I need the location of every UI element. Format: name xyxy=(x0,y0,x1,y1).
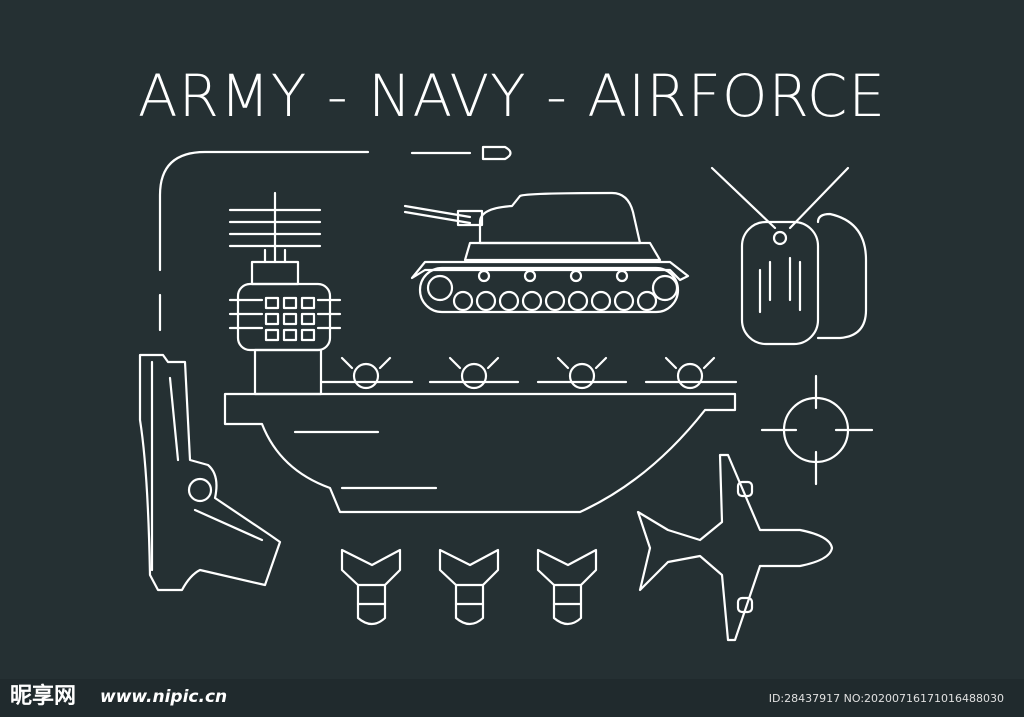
watermark-url: www.nipic.cn xyxy=(100,687,228,707)
bomb-icon xyxy=(340,548,598,626)
tank-icon xyxy=(403,191,690,314)
airplane-icon xyxy=(636,453,834,642)
pistol-icon xyxy=(138,353,282,592)
watermark-id: ID:28437917 NO:20200716171016488030 xyxy=(768,692,1004,705)
poster-title: ARMY - NAVY - AIRFORCE xyxy=(137,62,887,130)
watermark-bar: 昵享网 www.nipic.cn ID:28437917 NO:20200716… xyxy=(0,679,1024,717)
bullet-trail-icon xyxy=(158,145,512,332)
watermark-logo: 昵享网 xyxy=(10,684,77,709)
aircraft-carrier-icon xyxy=(223,191,738,514)
dog-tags-icon xyxy=(710,166,868,346)
crosshair-icon xyxy=(760,374,874,486)
